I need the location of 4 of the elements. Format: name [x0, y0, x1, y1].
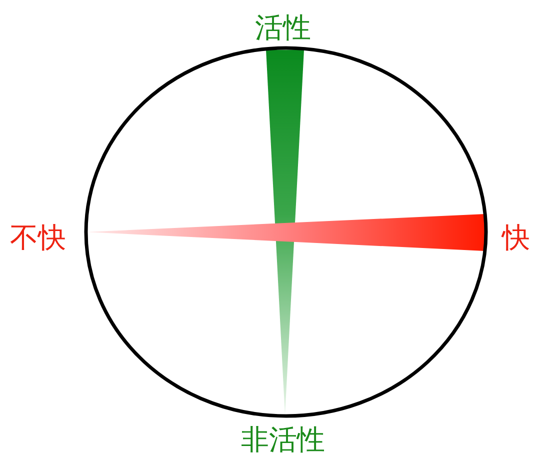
pole-label: 快	[502, 222, 530, 254]
pole-label: 活性	[255, 12, 311, 44]
pole-label: 非活性	[241, 424, 325, 456]
pole-label: 不快	[10, 222, 66, 254]
